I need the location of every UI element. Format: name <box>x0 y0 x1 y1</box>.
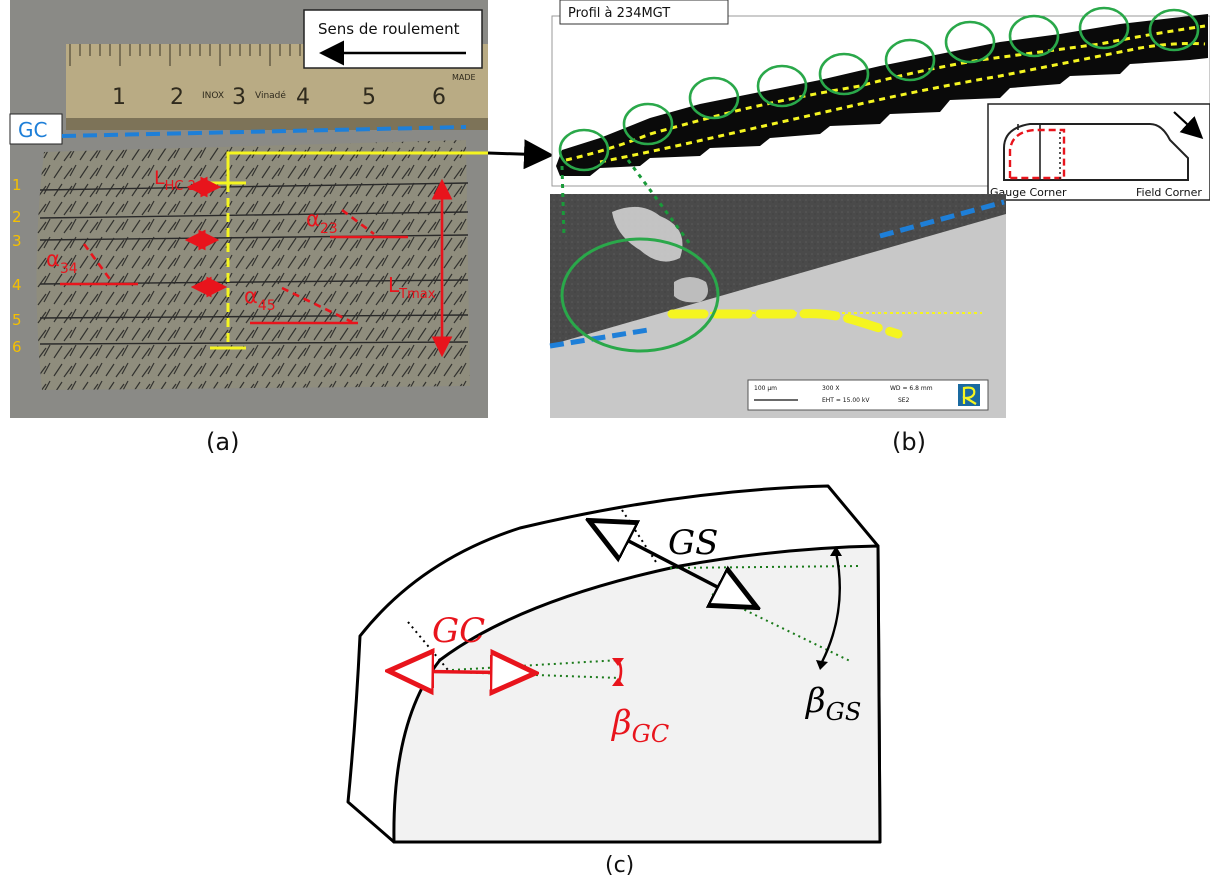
ruler-number: 5 <box>362 85 376 110</box>
direction-label: Sens de roulement <box>318 20 460 38</box>
profile-label-box <box>559 0 729 25</box>
gc-dashed-line <box>61 125 467 138</box>
green-circle <box>818 52 870 96</box>
beta-gs-head-top <box>830 546 842 556</box>
red-labels: LHC 2 α23 α34 α45 LTmax <box>46 167 436 314</box>
row-number: 2 <box>12 208 22 226</box>
green-circle <box>558 128 610 172</box>
green-circle <box>944 20 996 64</box>
caption-c: (c) <box>605 853 634 878</box>
ruler-mark-brand: Vinadé <box>255 90 286 101</box>
rail-head-top-edge <box>1017 124 1041 180</box>
green-circle <box>1078 6 1130 50</box>
sem-green-ellipse <box>560 237 720 353</box>
sem-logo-glyph <box>962 386 977 405</box>
panel-b: Profil à 234MGT Gauge Corner Field Corne… <box>549 0 1210 456</box>
profile-yellow-trace-2 <box>599 42 1206 164</box>
sem-magnification: 300 X <box>822 385 839 392</box>
gc-normal-dotted <box>407 621 449 671</box>
green-circle <box>1008 14 1060 58</box>
sem-debris <box>612 206 683 262</box>
profile-label: Profil à 234MGT <box>568 6 670 21</box>
beta-gc-head-bottom <box>612 678 624 686</box>
ruler-number: 2 <box>170 85 184 110</box>
sem-eht: EHT = 15.00 kV <box>822 397 870 404</box>
row-numbers: 1 2 3 4 5 6 <box>12 176 22 356</box>
alpha-23-label: α23 <box>306 207 338 237</box>
panel-c: GC GS βGC βGS (c) <box>346 484 882 878</box>
gauge-corner-label: Gauge Corner <box>990 186 1067 199</box>
l-hc-bracket <box>210 151 488 350</box>
ruler-mark-made: MADE <box>452 73 476 82</box>
panel-a: 1 2 3 4 5 6 INOX Vinadé MADE Sens de rou… <box>9 0 554 456</box>
field-direction-arrow <box>1173 111 1204 139</box>
crack-texture <box>36 140 470 390</box>
row-number: 5 <box>12 311 22 329</box>
connector-arrow-a-to-b <box>487 139 554 170</box>
field-corner-label: Field Corner <box>1136 186 1202 199</box>
row-number: 4 <box>12 276 22 294</box>
row-number: 6 <box>12 338 22 356</box>
ruler-number: 3 <box>232 85 246 110</box>
sem-yellow-crack <box>667 309 903 339</box>
gs-label-c: GS <box>668 523 718 563</box>
rail-cross-section-face <box>392 544 882 844</box>
row-lines <box>39 182 469 345</box>
gc-label: GC <box>18 118 47 142</box>
beta-gc-label: βGC <box>610 703 669 748</box>
green-circle <box>688 76 740 120</box>
ruler-number: 4 <box>296 85 310 110</box>
beta-gc-head-top <box>612 658 624 666</box>
ruler-mark-inox: INOX <box>202 91 224 101</box>
zoom-dotted-left <box>560 165 566 239</box>
gc-label-c: GC <box>432 611 485 651</box>
ruler-number: 6 <box>432 85 446 110</box>
row-number: 3 <box>12 232 22 250</box>
gauge-corner-highlight <box>1008 128 1066 180</box>
ruler-number: 1 <box>112 85 126 110</box>
gc-arrow <box>392 671 532 673</box>
beta-gs-label: βGS <box>804 681 861 726</box>
row-number: 1 <box>12 176 22 194</box>
red-annotations <box>60 176 453 358</box>
alpha-45-label: α45 <box>244 284 276 314</box>
caption-a: (a) <box>206 428 239 456</box>
l-tmax-label: LTmax <box>388 273 436 302</box>
rail-head-sketch <box>1003 123 1189 181</box>
green-circle <box>756 64 808 108</box>
beta-gs-head-bottom <box>816 660 828 670</box>
sem-info-bar <box>747 379 989 411</box>
l-hc-label: LHC 2 <box>154 167 196 194</box>
sem-particle <box>674 277 708 303</box>
green-circle <box>1148 8 1200 52</box>
sem-detector: SE2 <box>898 397 910 404</box>
sem-blue-dashed-top <box>879 199 1005 239</box>
gs-arrow <box>592 522 754 606</box>
sem-scale-label: 100 μm <box>754 385 777 392</box>
ruler-numbers: 1 2 3 4 5 6 <box>112 85 446 110</box>
sem-blue-dashed-bottom <box>549 327 649 349</box>
sem-wd: WD = 6.8 mm <box>890 385 933 392</box>
green-circle <box>622 102 674 146</box>
alpha-34-label: α34 <box>46 247 78 277</box>
direction-box <box>303 9 483 69</box>
beta-gs-arc <box>820 551 841 663</box>
caption-b: (b) <box>892 428 926 456</box>
green-circle <box>884 38 936 82</box>
profile-circles <box>558 6 1200 172</box>
gc-box <box>9 113 63 145</box>
